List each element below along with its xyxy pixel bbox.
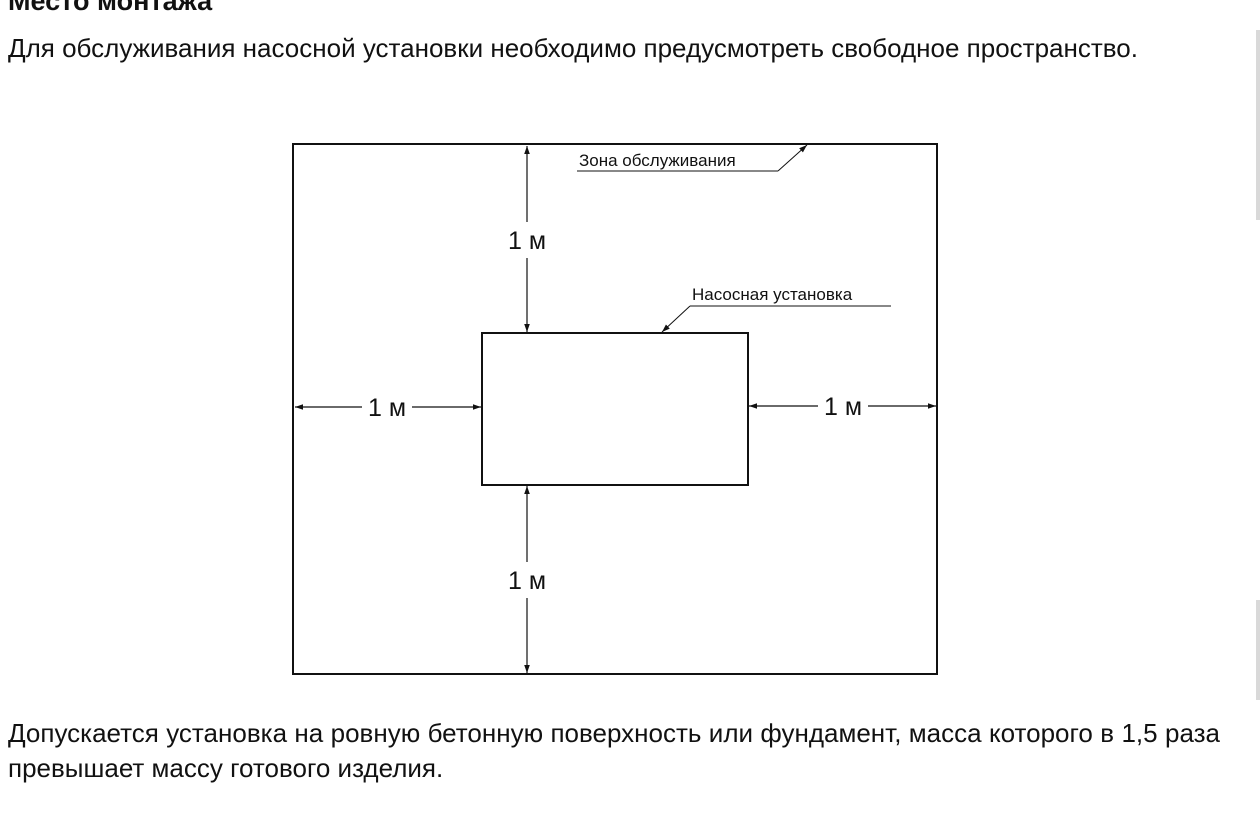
- service-zone-outline: [292, 143, 938, 675]
- right-clearance-label: 1 м: [824, 393, 862, 421]
- bottom-clearance-dimension: 1 м: [508, 486, 546, 673]
- bottom-clearance-label: 1 м: [508, 567, 546, 595]
- service-zone-label: Зона обслуживания: [579, 151, 736, 170]
- left-clearance-label: 1 м: [368, 394, 406, 422]
- service-zone-leader: Зона обслуживания: [577, 144, 808, 172]
- pump-unit-label: Насосная установка: [692, 285, 853, 304]
- section-heading: Место монтажа: [8, 0, 213, 16]
- left-clearance-dimension: 1 м: [295, 394, 481, 422]
- pump-unit-leader: Насосная установка: [661, 285, 891, 333]
- intro-paragraph: Для обслуживания насосной установки необ…: [8, 33, 1138, 63]
- right-clearance-dimension: 1 м: [749, 393, 936, 421]
- scrollbar-thumb[interactable]: [1256, 600, 1260, 700]
- pump-unit-outline: [481, 332, 749, 486]
- top-clearance-label: 1 м: [508, 227, 546, 255]
- footer-paragraph: Допускается установка на ровную бетонную…: [8, 718, 1220, 783]
- scrollbar-track[interactable]: [1256, 30, 1260, 220]
- top-clearance-dimension: 1 м: [508, 146, 546, 332]
